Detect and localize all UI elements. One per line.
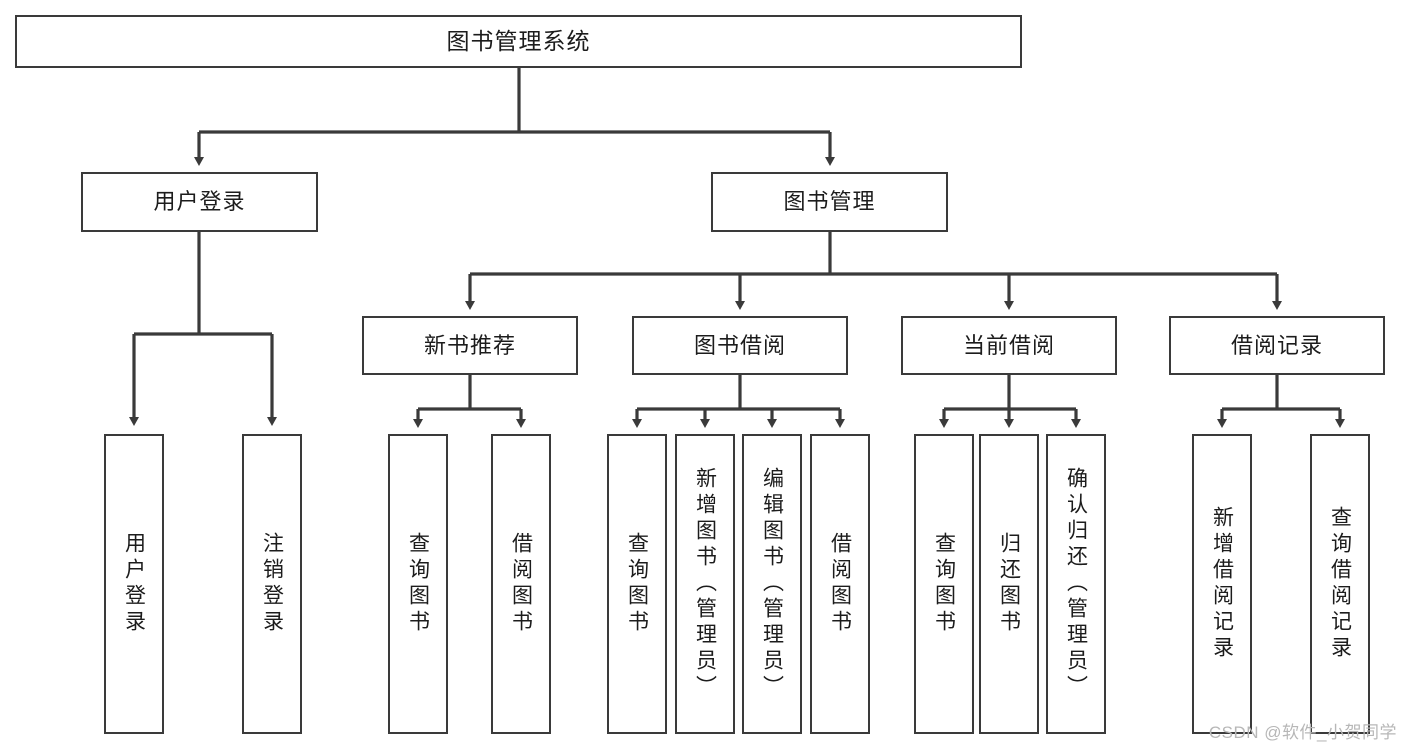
node-leaf-query-book-3-label: 查询图书 bbox=[932, 532, 956, 636]
node-borrow-record[interactable]: 借阅记录 bbox=[1169, 316, 1385, 375]
node-leaf-add-book[interactable]: 新增图书（管理员） bbox=[675, 434, 735, 734]
node-leaf-add-record[interactable]: 新增借阅记录 bbox=[1192, 434, 1252, 734]
node-root[interactable]: 图书管理系统 bbox=[15, 15, 1022, 68]
node-user-login[interactable]: 用户登录 bbox=[81, 172, 318, 232]
node-leaf-user-logout[interactable]: 注销登录 bbox=[242, 434, 302, 734]
node-leaf-edit-book[interactable]: 编辑图书（管理员） bbox=[742, 434, 802, 734]
node-leaf-user-logout-label: 注销登录 bbox=[260, 532, 284, 636]
node-leaf-return-book-label: 归还图书 bbox=[997, 532, 1021, 636]
node-current-borrow-label: 当前借阅 bbox=[962, 332, 1055, 358]
node-leaf-borrow-book-2[interactable]: 借阅图书 bbox=[810, 434, 870, 734]
watermark: CSDN @软件_小贺同学 bbox=[1208, 723, 1397, 742]
node-leaf-add-book-label: 新增图书（管理员） bbox=[693, 467, 717, 701]
node-leaf-user-login[interactable]: 用户登录 bbox=[104, 434, 164, 734]
node-user-login-label: 用户登录 bbox=[153, 189, 246, 215]
node-leaf-query-record[interactable]: 查询借阅记录 bbox=[1310, 434, 1370, 734]
node-leaf-borrow-book-1[interactable]: 借阅图书 bbox=[491, 434, 551, 734]
node-leaf-query-book-2-label: 查询图书 bbox=[625, 532, 649, 636]
node-book-borrow-label: 图书借阅 bbox=[693, 332, 786, 358]
node-leaf-return-book[interactable]: 归还图书 bbox=[979, 434, 1039, 734]
node-leaf-add-record-label: 新增借阅记录 bbox=[1210, 506, 1234, 662]
node-leaf-query-book-2[interactable]: 查询图书 bbox=[607, 434, 667, 734]
node-current-borrow[interactable]: 当前借阅 bbox=[901, 316, 1117, 375]
node-borrow-record-label: 借阅记录 bbox=[1230, 332, 1323, 358]
node-book-manage[interactable]: 图书管理 bbox=[711, 172, 948, 232]
node-root-label: 图书管理系统 bbox=[446, 28, 591, 55]
node-book-borrow[interactable]: 图书借阅 bbox=[632, 316, 848, 375]
node-leaf-query-record-label: 查询借阅记录 bbox=[1328, 506, 1352, 662]
node-leaf-query-book-1-label: 查询图书 bbox=[406, 532, 430, 636]
node-leaf-query-book-1[interactable]: 查询图书 bbox=[388, 434, 448, 734]
node-book-manage-label: 图书管理 bbox=[783, 189, 876, 215]
node-leaf-user-login-label: 用户登录 bbox=[122, 532, 146, 636]
node-leaf-confirm-return-label: 确认归还（管理员） bbox=[1064, 467, 1088, 701]
node-leaf-confirm-return[interactable]: 确认归还（管理员） bbox=[1046, 434, 1106, 734]
node-new-book-rec-label: 新书推荐 bbox=[423, 332, 516, 358]
node-leaf-borrow-book-1-label: 借阅图书 bbox=[509, 532, 533, 636]
node-leaf-borrow-book-2-label: 借阅图书 bbox=[828, 532, 852, 636]
node-leaf-edit-book-label: 编辑图书（管理员） bbox=[760, 467, 784, 701]
node-new-book-rec[interactable]: 新书推荐 bbox=[362, 316, 578, 375]
node-leaf-query-book-3[interactable]: 查询图书 bbox=[914, 434, 974, 734]
